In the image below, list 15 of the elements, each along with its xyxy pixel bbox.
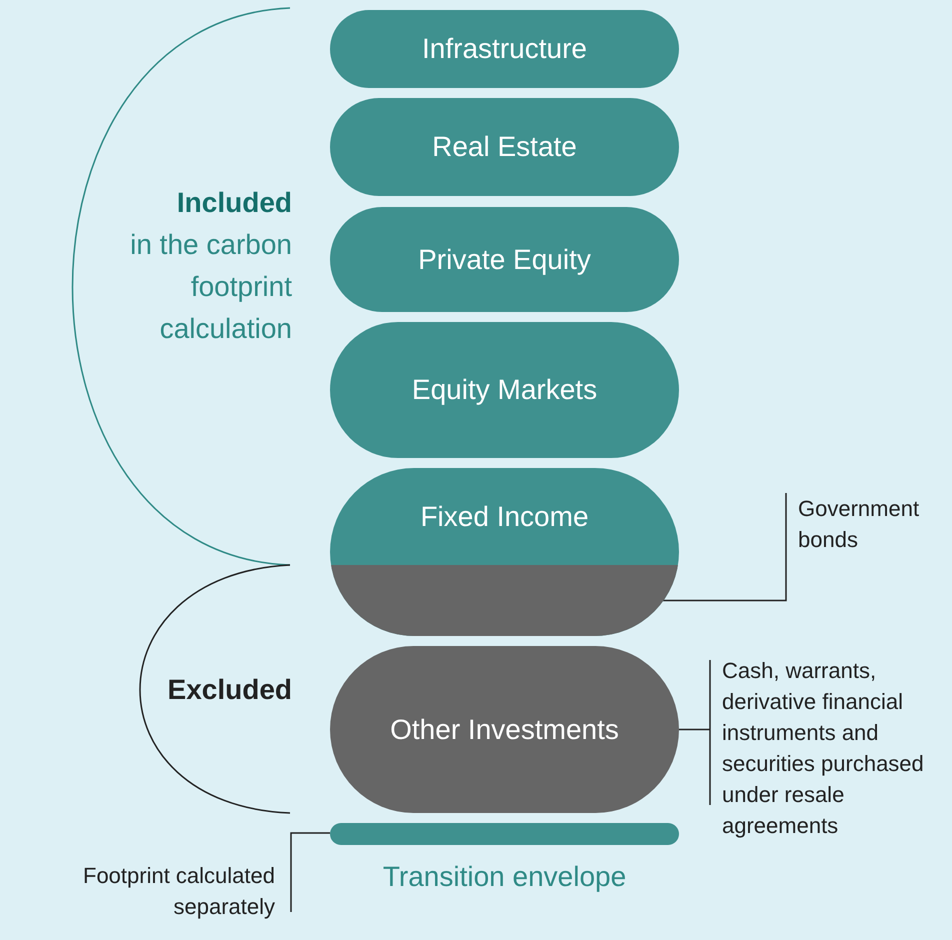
category-label: Fixed Income [419, 500, 590, 534]
leader-line [678, 659, 711, 806]
leader-line [290, 832, 330, 912]
category-pill: Private Equity [330, 207, 679, 312]
annotation-text: Cash, warrants, derivative financial instruments and securities purchased under resale agreements [722, 655, 940, 875]
annotation-text: Government bonds [798, 493, 948, 557]
bracket-label: Included in the carbon footprint calculation [129, 186, 292, 346]
category-pill: Infrastructure [330, 10, 679, 88]
annotation-text: Footprint calculated separately [20, 860, 275, 924]
category-pill: Real Estate [330, 98, 679, 196]
category-pill: Equity Markets [330, 322, 679, 458]
envelope-label: Transition envelope [382, 860, 628, 894]
leader-line [662, 493, 787, 602]
category-pill: Other Investments [330, 646, 679, 813]
bracket-label: Excluded [166, 673, 292, 707]
